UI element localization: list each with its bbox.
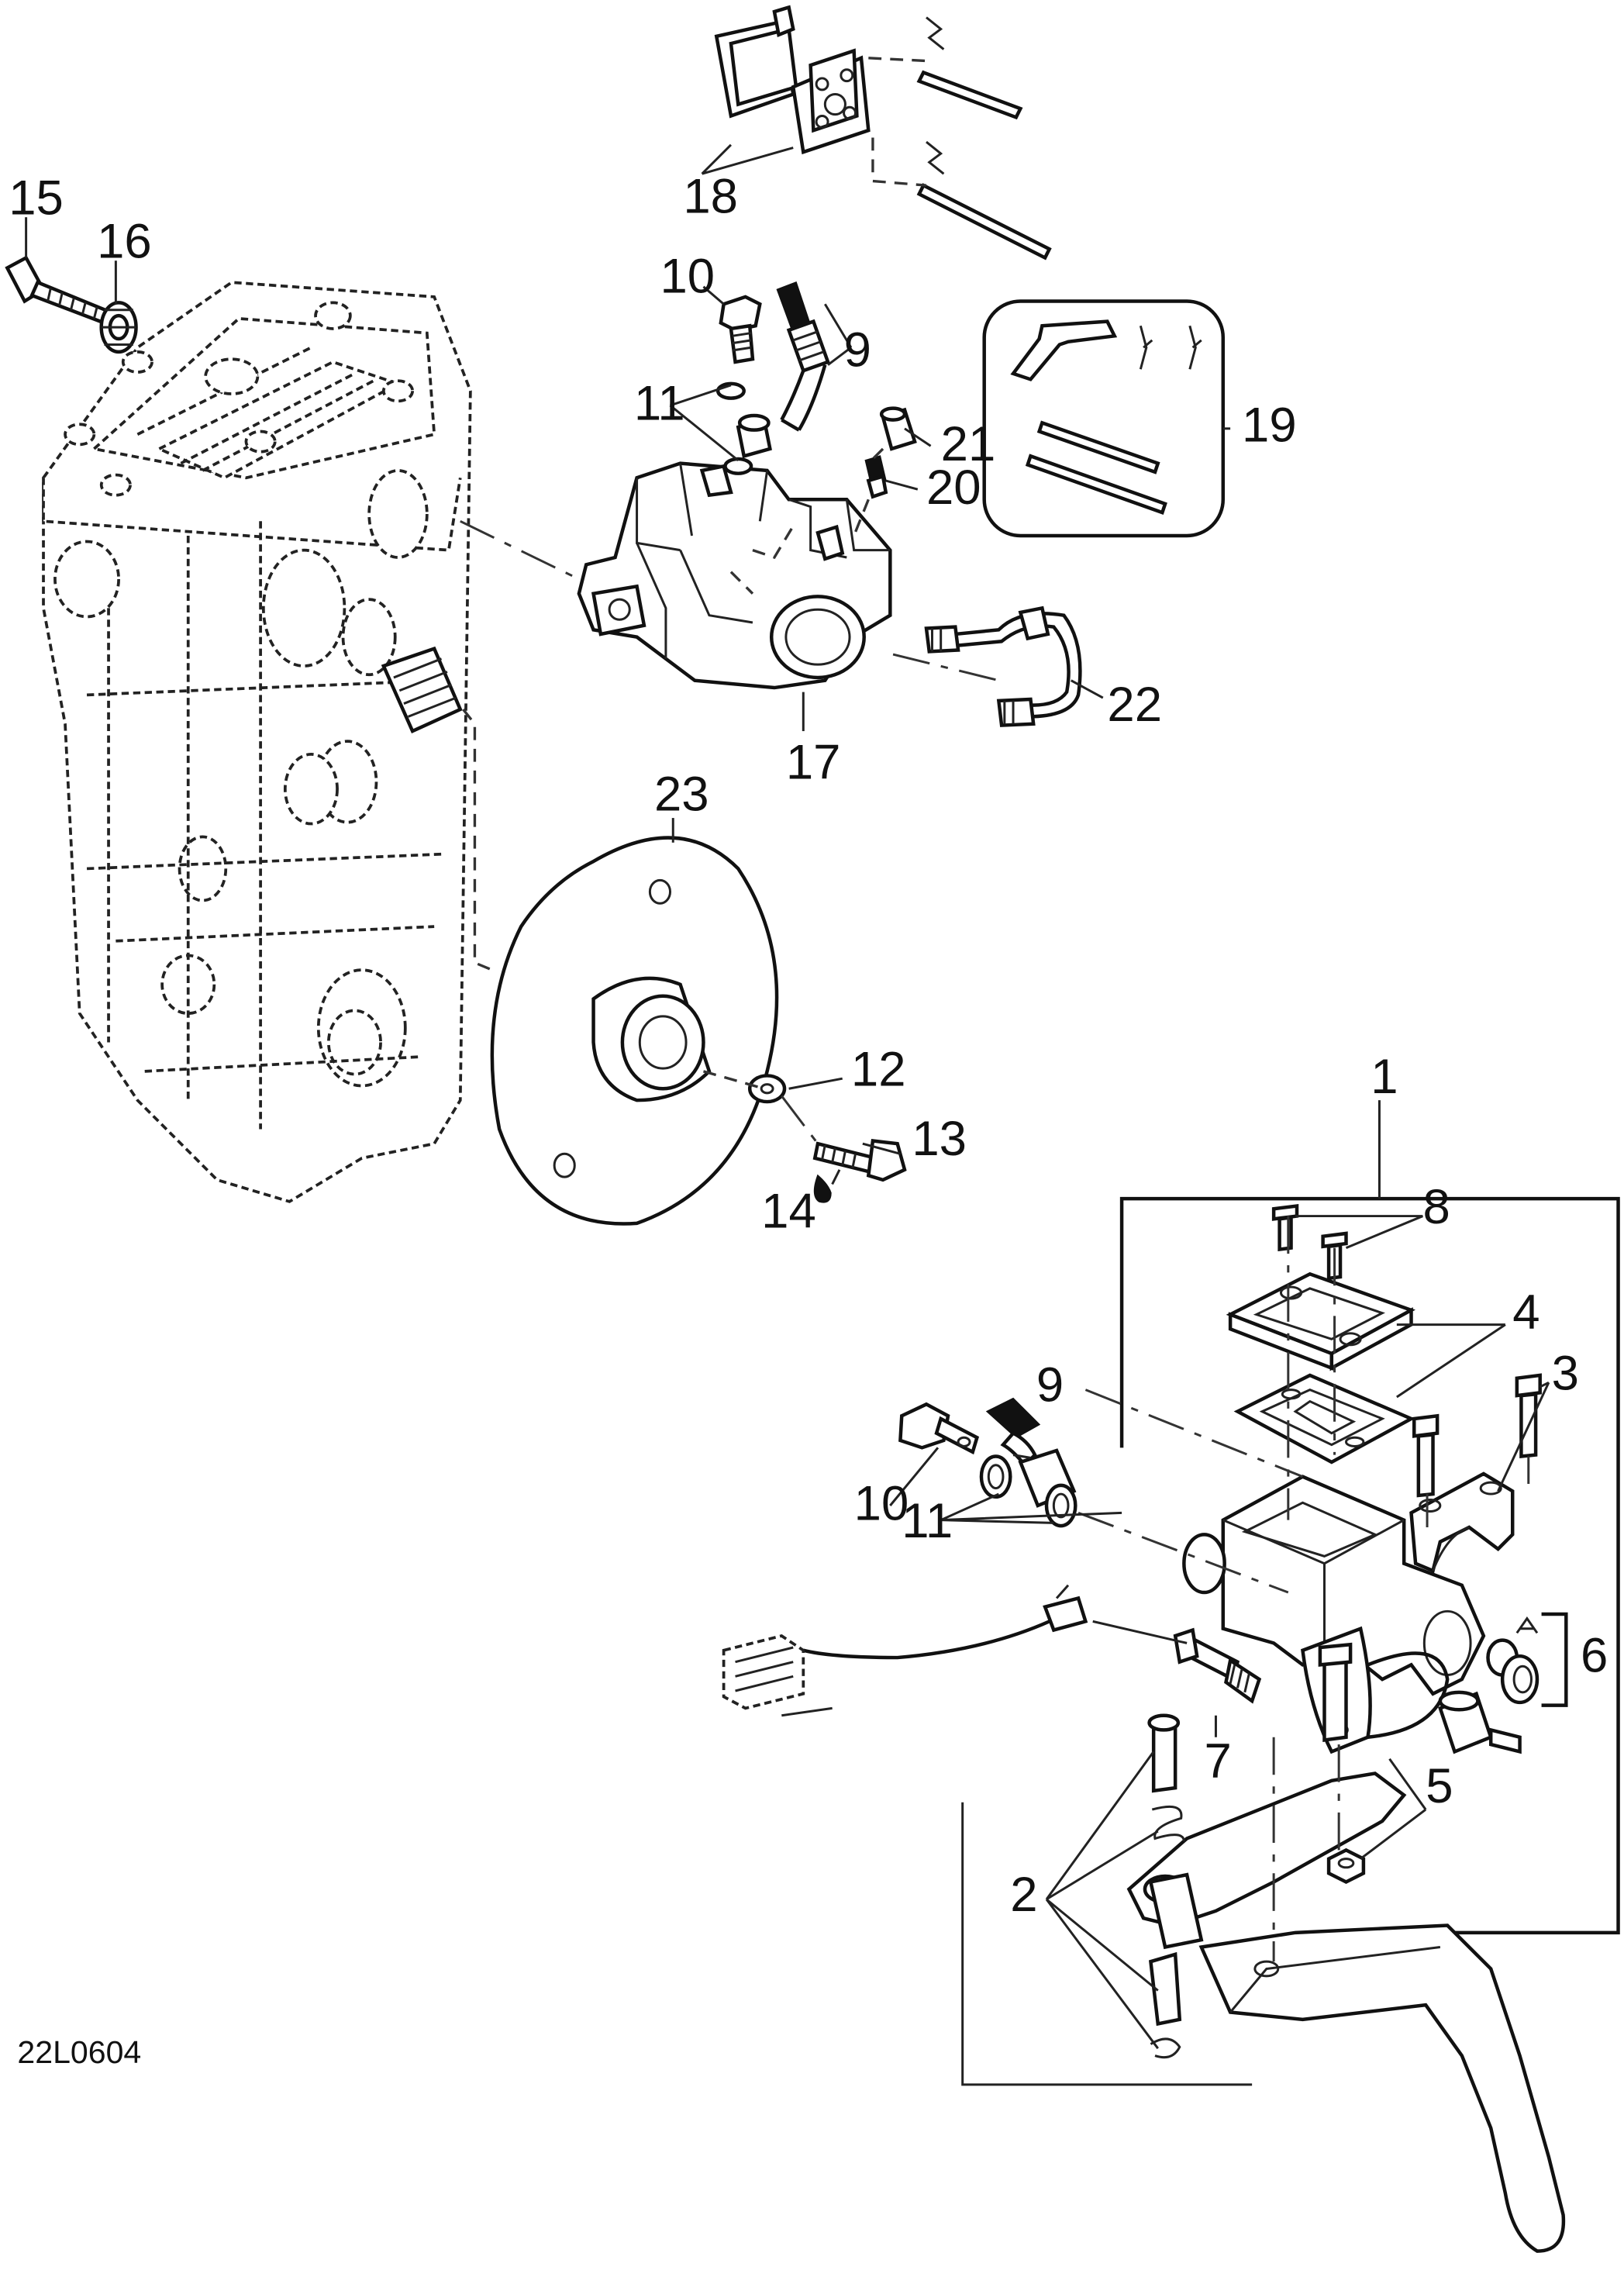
bolt-part-15 xyxy=(5,255,111,326)
brake-disc-part-23 xyxy=(490,836,779,1226)
callout-6: 6 xyxy=(1581,1629,1608,1683)
reservoir-cover-part-4 xyxy=(1226,1271,1415,1371)
callout-14: 14 xyxy=(761,1185,816,1239)
callout-23: 23 xyxy=(654,768,709,822)
clamp-part-3 xyxy=(1409,1471,1515,1574)
gearbox-housing xyxy=(42,281,472,1203)
pin-kit-part-19 xyxy=(982,299,1226,538)
washer-part-12 xyxy=(747,1074,787,1104)
banjo-bolt-part-10-lower xyxy=(898,1402,980,1455)
callout-20: 20 xyxy=(926,461,981,515)
caliper-part-17 xyxy=(577,461,892,690)
clamp-screws-part-3 xyxy=(1412,1373,1542,1498)
nut-part-5 xyxy=(1326,1847,1366,1884)
callout-7: 7 xyxy=(1205,1734,1232,1789)
cap-part-21 xyxy=(879,406,917,451)
callout-1: 1 xyxy=(1371,1050,1398,1104)
washers-part-11-lower xyxy=(979,1448,1077,1528)
threadlocker-drop-icon xyxy=(813,1169,841,1203)
master-cylinder-frame xyxy=(1119,1196,1620,1935)
brake-switch-part-7 xyxy=(722,1584,1262,1717)
bolt-part-13 xyxy=(812,1138,907,1182)
washers-part-11-top xyxy=(715,381,772,475)
callout-2: 2 xyxy=(1010,1868,1037,1922)
callout-11-lower: 11 xyxy=(902,1494,953,1548)
callout-10: 10 xyxy=(660,249,715,303)
boot-part-6 xyxy=(1486,1612,1568,1707)
master-cylinder-body xyxy=(1182,1475,1486,1754)
callout-9: 9 xyxy=(844,323,871,378)
drawing-code: 22L0604 xyxy=(17,2034,141,2070)
callout-10-lower: 10 xyxy=(854,1477,909,1531)
callout-5: 5 xyxy=(1426,1759,1453,1813)
callout-8: 8 xyxy=(1422,1180,1450,1234)
callout-22: 22 xyxy=(1107,678,1162,732)
banjo-bolt-part-10-top xyxy=(719,295,762,364)
callout-21: 21 xyxy=(941,417,996,471)
callout-16: 16 xyxy=(97,214,152,268)
callout-18: 18 xyxy=(683,170,738,224)
callout-9-lower: 9 xyxy=(1036,1358,1064,1413)
brake-lever xyxy=(1126,1771,1566,2253)
callouts: 1 2 3 4 5 6 7 8 9 10 11 12 13 14 15 16 1… xyxy=(9,170,1608,1922)
tube-part-22 xyxy=(924,605,1082,727)
diaphragm-part-4 xyxy=(1233,1373,1415,1464)
callout-4: 4 xyxy=(1512,1285,1540,1340)
pad-pins xyxy=(868,16,1052,260)
callout-3: 3 xyxy=(1552,1347,1579,1401)
lever-pivot-insert xyxy=(1438,1690,1522,1754)
callout-11: 11 xyxy=(634,377,685,431)
leader-lines xyxy=(25,143,1550,2050)
callout-12: 12 xyxy=(851,1043,906,1097)
alignment-lines xyxy=(460,447,1530,2086)
lever-hardware-part-2 xyxy=(1147,1713,1185,2059)
callout-19: 19 xyxy=(1242,398,1297,453)
brake-pads-part-18 xyxy=(714,5,871,155)
callout-13: 13 xyxy=(912,1112,967,1166)
bleeder-part-20 xyxy=(864,455,888,499)
callout-15: 15 xyxy=(9,171,64,225)
washer-part-16 xyxy=(99,301,138,354)
hose-part-9-top xyxy=(776,281,830,432)
callout-17: 17 xyxy=(786,736,841,790)
